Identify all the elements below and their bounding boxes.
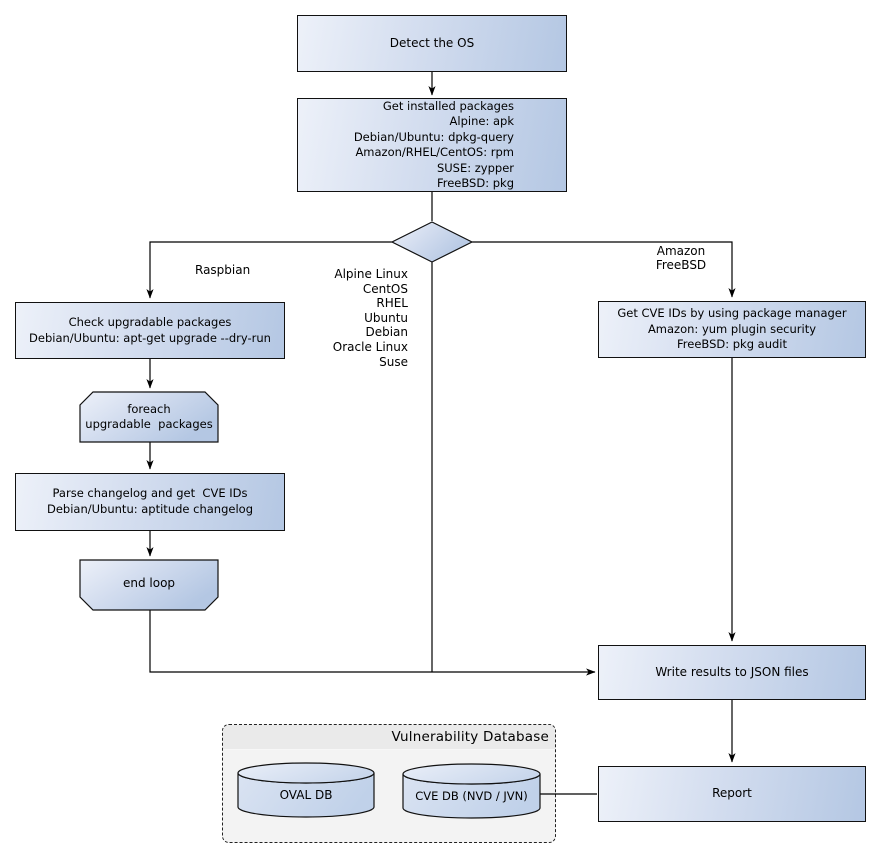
edge-endloop-to-write: [149, 610, 596, 676]
node-write-results: Write results to JSON files: [598, 645, 866, 700]
node-get-cve-ids: Get CVE IDs by using package manager Ama…: [598, 301, 866, 358]
node-parse-changelog: Parse changelog and get CVE IDs Debian/U…: [15, 473, 285, 531]
edge-label-amazon-freebsd: Amazon FreeBSD: [655, 244, 707, 272]
node-endloop-label: end loop: [122, 575, 176, 590]
node-endloop-shape: [79, 559, 219, 611]
node-report: Report: [598, 766, 866, 822]
node-get-installed-packages: Get installed packages Alpine: apk Debia…: [297, 98, 567, 192]
decision-diamond: [390, 221, 474, 263]
vulnerability-database-group: Vulnerability Database: [222, 724, 556, 843]
node-check-upgradable: Check upgradable packages Debian/Ubuntu:…: [15, 302, 285, 359]
edge-label-os-list: Alpine Linux CentOS RHEL Ubuntu Debian O…: [332, 267, 408, 369]
node-detect-os: Detect the OS: [297, 15, 567, 72]
edge-label-raspbian: Raspbian: [195, 263, 251, 277]
vulnerability-database-title: Vulnerability Database: [223, 725, 555, 750]
node-foreach-shape: [79, 391, 219, 443]
node-foreach-label: foreach upgradable packages: [85, 402, 213, 431]
